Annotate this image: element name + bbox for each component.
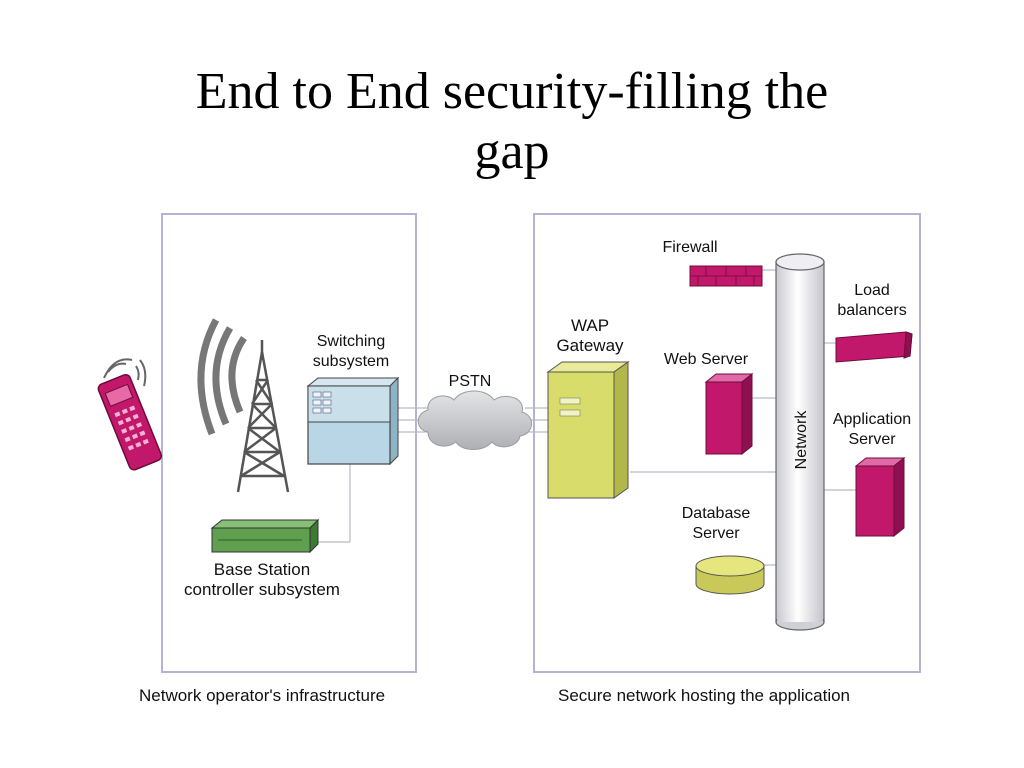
network-label: Network — [793, 410, 810, 470]
slide-title-line-1: End to End security-filling the — [195, 63, 829, 120]
base-station-controller-icon — [210, 518, 320, 554]
web-server-label: Web Server — [663, 351, 749, 368]
wap-gateway-label: WAP Gateway — [556, 316, 624, 355]
slide-title: End to End security-filling the gap — [0, 62, 1024, 182]
firewall-icon — [689, 265, 763, 287]
wap-gateway-icon — [546, 361, 630, 499]
switching-subsystem-icon — [306, 376, 400, 466]
switching-subsystem-label: Switching subsystem — [312, 333, 390, 370]
database-server-icon — [695, 555, 765, 595]
load-balancers-icon — [835, 331, 913, 363]
application-server-icon — [854, 456, 906, 538]
application-server-label: Application Server — [832, 411, 912, 448]
radio-tower-icon — [197, 318, 290, 493]
database-server-label: Database Server — [681, 505, 751, 542]
base-station-controller-label: Base Station controller subsystem — [184, 560, 340, 599]
mobile-phone-icon — [97, 358, 163, 471]
firewall-label: Firewall — [662, 239, 718, 256]
pstn-cloud-icon — [417, 390, 532, 450]
secure-network-caption: Secure network hosting the application — [558, 686, 851, 705]
web-server-icon — [704, 372, 754, 456]
load-balancers-label: Load balancers — [837, 282, 907, 319]
slide-title-line-2: gap — [474, 123, 550, 180]
network-backbone-cylinder — [775, 253, 825, 631]
operator-infrastructure-caption: Network operator's infrastructure — [139, 686, 386, 705]
pstn-label: PSTN — [448, 373, 492, 390]
